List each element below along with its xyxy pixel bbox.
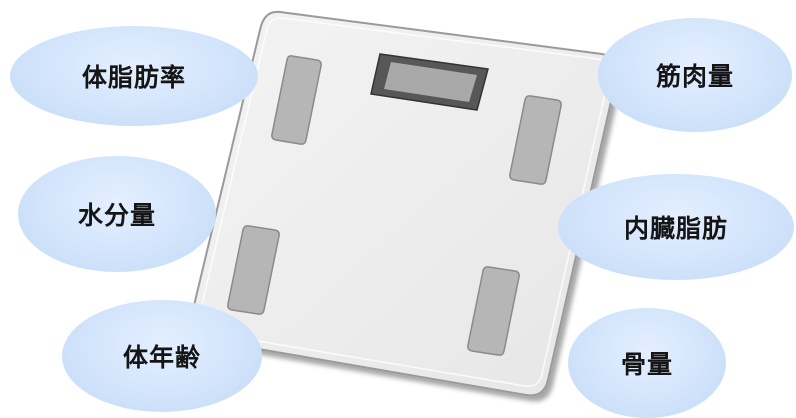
label-visceral-fat: 内臓脂肪	[558, 174, 794, 280]
label-body-fat-percentage: 体脂肪率	[10, 26, 258, 126]
label-muscle-mass: 筋肉量	[598, 18, 792, 132]
label-body-age: 体年齢	[62, 300, 262, 412]
label-body-water: 水分量	[18, 156, 216, 272]
label-bone-mass: 骨量	[568, 308, 726, 418]
